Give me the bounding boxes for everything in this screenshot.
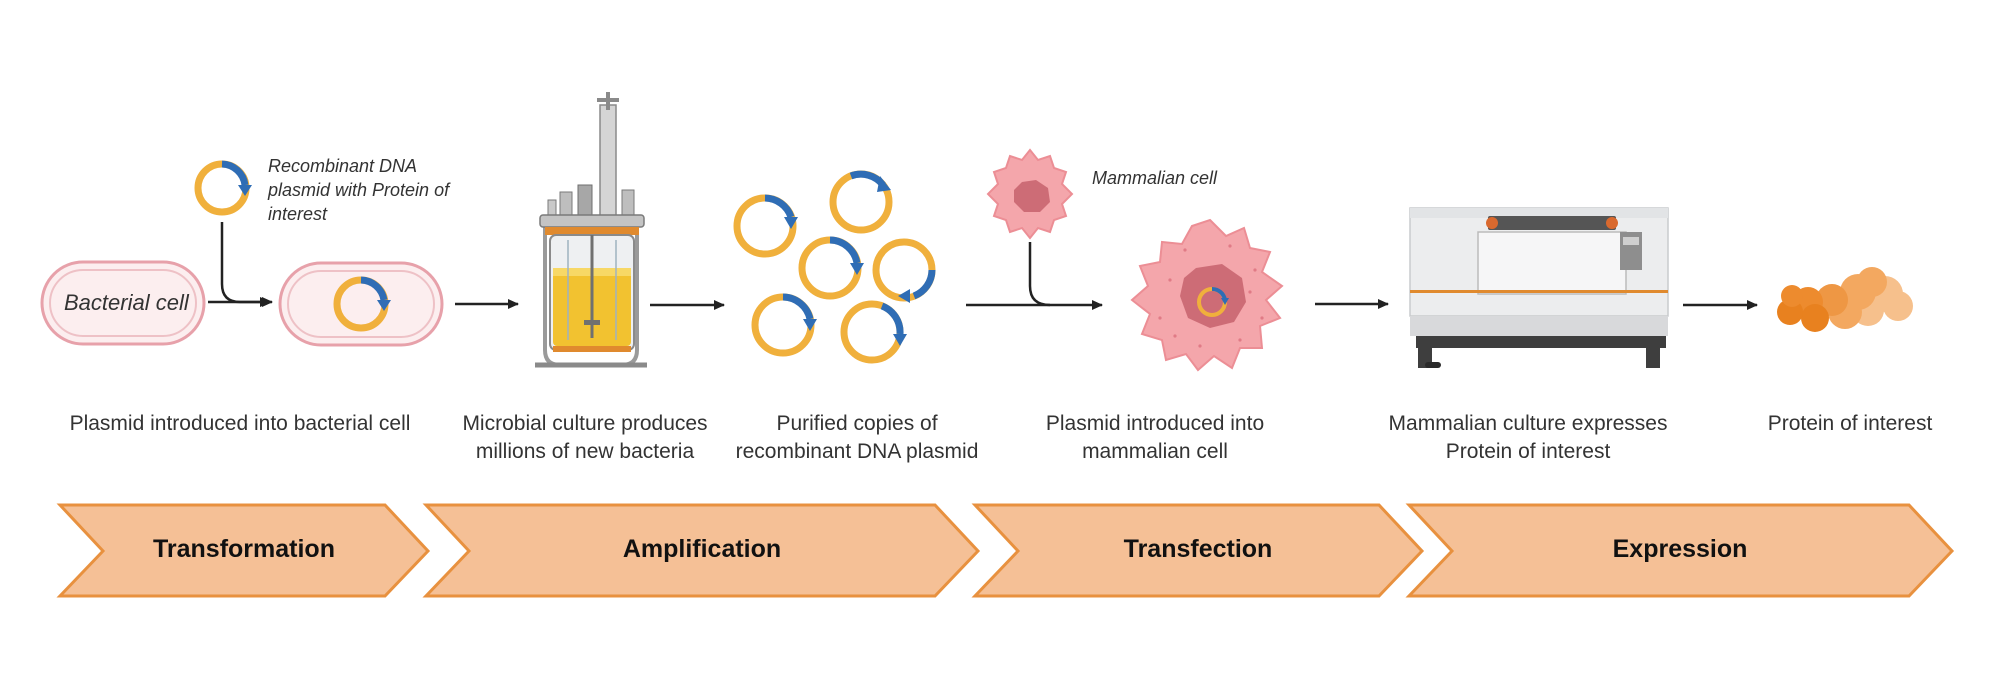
stage-label-transformation: Transformation: [153, 535, 335, 563]
stage-expression-arrow: [1405, 503, 1955, 598]
stage-label-amplification: Amplification: [622, 535, 782, 563]
protein-icon: [1777, 267, 1913, 332]
purified-plasmids-icon: [733, 170, 936, 364]
caption-protein: Protein of interest: [1767, 412, 1933, 435]
cell-insert-arrow: [1028, 242, 1051, 307]
stage-amplification-arrow: [422, 503, 981, 598]
stage-label-expression: Expression: [1612, 535, 1748, 563]
caption-amplification: Microbial culture produces millions of n…: [462, 412, 708, 463]
transfected-mammalian-cell-icon: [1130, 218, 1284, 372]
stage-transfection-arrow: [971, 503, 1425, 598]
caption-expression: Mammalian culture expresses Protein of i…: [1388, 412, 1668, 463]
transformed-bacterial-cell-icon: [278, 261, 444, 347]
bacterial-cell-label: Bacterial cell: [64, 290, 189, 315]
stage-transformation-arrow: [56, 503, 431, 598]
caption-transformation: Plasmid introduced into bacterial cell: [69, 412, 411, 435]
bioreactor-icon: [535, 92, 647, 368]
mammalian-cell-small-icon: [986, 148, 1074, 240]
stage-label-transfection: Transfection: [1123, 535, 1273, 563]
bacterial-cell-icon: [40, 260, 206, 346]
caption-purification: Purified copies of recombinant DNA plasm…: [735, 412, 979, 463]
mammalian-cell-label: Mammalian cell: [1092, 168, 1218, 188]
plasmid-insert-arrow: [220, 222, 271, 307]
recombinant-plasmid-label: Recombinant DNA plasmid with Protein of …: [268, 156, 450, 224]
caption-transfection: Plasmid introduced into mammalian cell: [1045, 412, 1265, 463]
recombinant-plasmid-icon: [194, 160, 252, 216]
culture-system-instrument-icon: [1409, 207, 1669, 368]
stage-chevrons: [56, 503, 1955, 598]
